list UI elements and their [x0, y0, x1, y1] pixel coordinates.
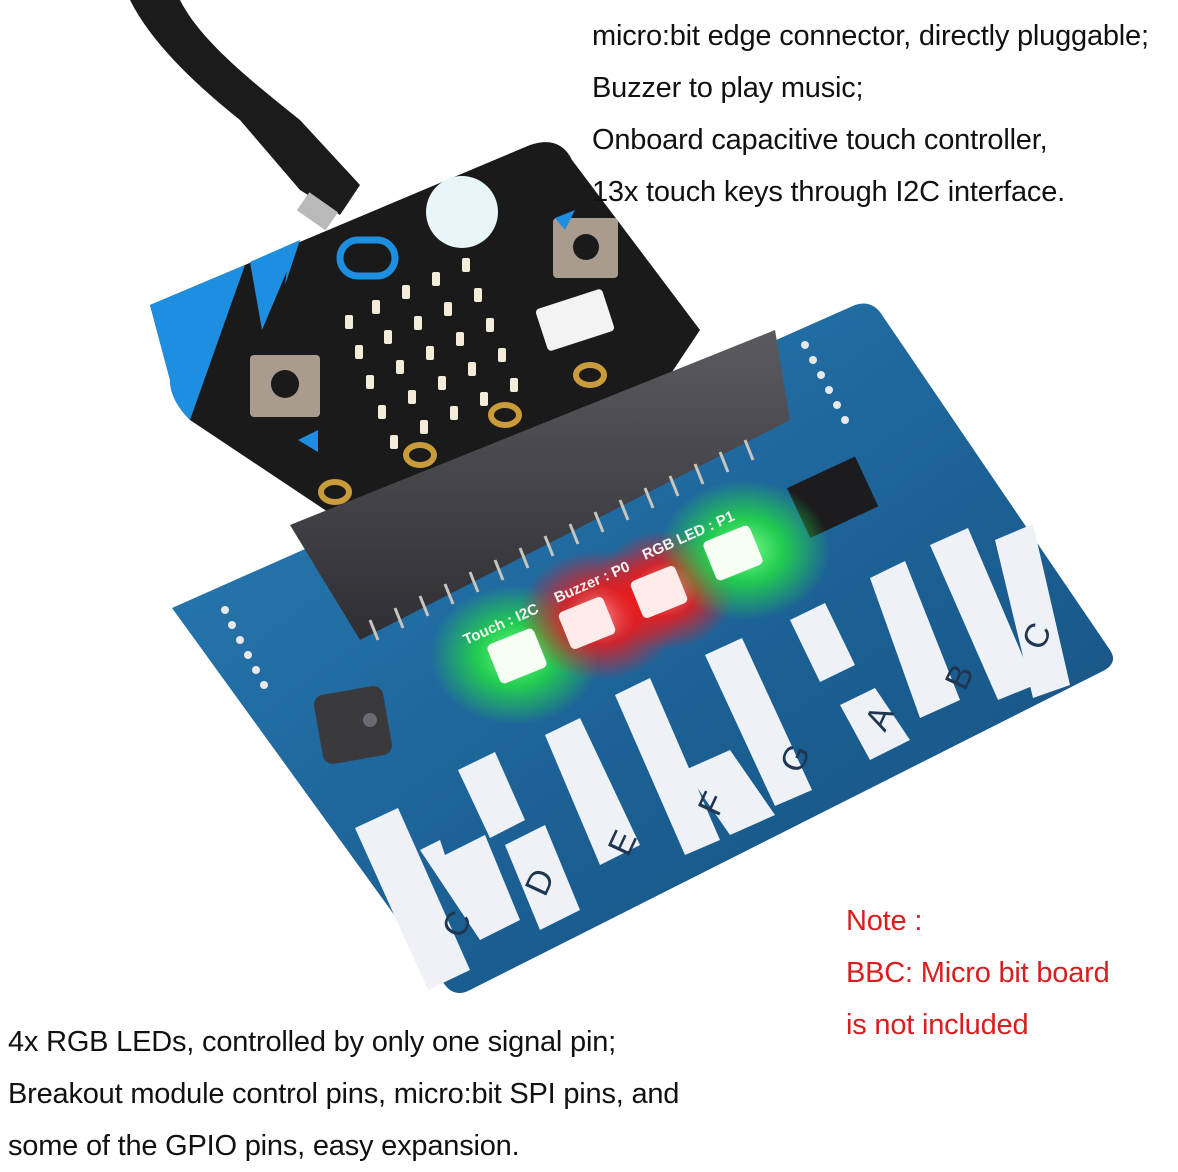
button-a — [250, 355, 320, 452]
led-matrix — [345, 258, 518, 449]
features-bottom: 4x RGB LEDs, controlled by only one sign… — [8, 1016, 679, 1172]
sticker-icon — [426, 176, 498, 248]
rgb-led-4 — [703, 525, 763, 581]
button-b — [553, 210, 618, 278]
buzzer — [314, 686, 392, 764]
feature-rgb-leds: 4x RGB LEDs, controlled by only one sign… — [8, 1026, 616, 1058]
note-line-1: BBC: Micro bit board — [846, 957, 1110, 989]
features-top: micro:bit edge connector, directly plugg… — [592, 10, 1149, 218]
feature-touch-keys: 13x touch keys through I2C interface. — [592, 176, 1065, 208]
qr-label — [535, 289, 615, 351]
rgb-led-2 — [558, 596, 616, 650]
microbit-logo-icon — [336, 236, 399, 280]
feature-buzzer: Buzzer to play music; — [592, 72, 864, 104]
expansion-board: Touch : I2C Buzzer : P0 RGB LED : P1 C D… — [172, 303, 1114, 994]
note-line-2: is not included — [846, 1009, 1029, 1041]
button-a-marker-icon — [298, 430, 318, 452]
edge-connector — [290, 330, 790, 640]
rgb-led-3 — [630, 565, 688, 619]
usb-cable — [130, 0, 360, 231]
piano-keys — [355, 524, 1070, 990]
rgb-led-1 — [487, 628, 547, 684]
note-title: Note : — [846, 905, 923, 937]
button-b-marker-icon — [555, 210, 575, 230]
note-block: Note : BBC: Micro bit board is not inclu… — [846, 895, 1110, 1051]
feature-gpio: some of the GPIO pins, easy expansion. — [8, 1130, 520, 1162]
feature-breakout-pins: Breakout module control pins, micro:bit … — [8, 1078, 680, 1110]
feature-touch-controller: Onboard capacitive touch controller, — [592, 124, 1048, 156]
feature-edge-connector: micro:bit edge connector, directly plugg… — [592, 20, 1149, 52]
